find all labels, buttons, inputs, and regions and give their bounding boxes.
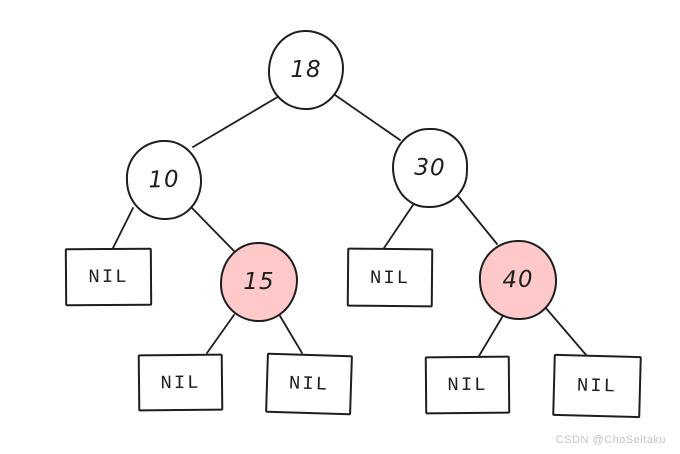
node-value: 15 (243, 269, 275, 295)
nil-leaf-box: NIL (265, 352, 353, 416)
nil-label: NIL (447, 373, 488, 397)
nil-leaf-box: NIL (64, 247, 153, 307)
edge-root-to-right (334, 94, 401, 141)
nil-leaf-box: NIL (552, 353, 642, 419)
nil-leaf-box: NIL (424, 355, 511, 415)
nil-label: NIL (88, 265, 129, 289)
edge-15-to-left-nil (206, 314, 235, 354)
nil-label: NIL (160, 371, 201, 394)
tree-node-30: 30 (390, 127, 470, 209)
node-value: 18 (290, 57, 322, 83)
tree-node-15: 15 (220, 242, 298, 322)
edge-40-to-right-nil (544, 306, 588, 357)
nil-label: NIL (288, 372, 330, 396)
node-value: 10 (147, 166, 181, 194)
nil-label: NIL (576, 374, 618, 398)
nil-leaf-box: NIL (137, 353, 224, 412)
edge-root-to-left (192, 94, 282, 148)
edge-30-to-nil (381, 201, 416, 252)
nil-label: NIL (369, 266, 411, 289)
node-value: 30 (414, 154, 446, 182)
edge-30-to-40 (457, 195, 498, 245)
edge-15-to-right-nil (279, 315, 303, 354)
tree-node-18: 18 (268, 30, 344, 110)
node-value: 40 (501, 266, 535, 294)
edge-40-to-left-nil (478, 313, 505, 357)
edge-10-to-15 (189, 205, 235, 252)
edge-10-to-nil (111, 207, 134, 251)
nil-leaf-box: NIL (346, 247, 434, 308)
watermark: CSDN @ChoSeitaku (555, 434, 666, 446)
